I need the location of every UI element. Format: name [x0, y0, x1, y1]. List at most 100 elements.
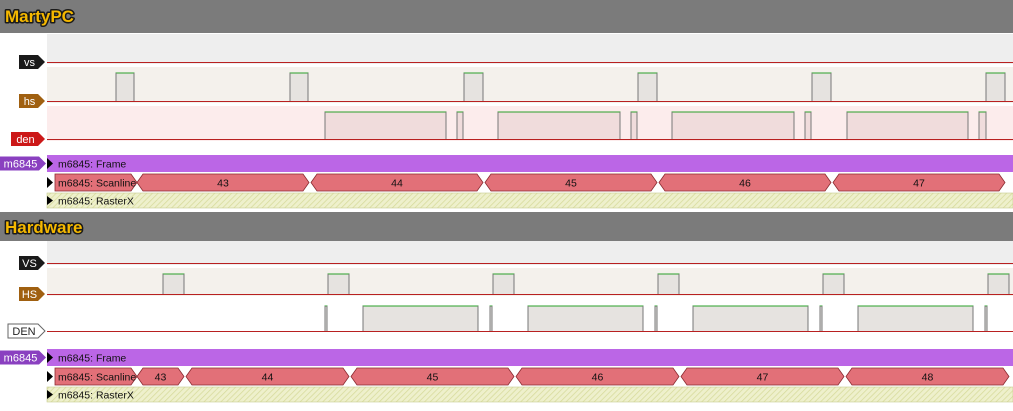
panel-hardware-den-pulse-fill	[325, 306, 327, 331]
panel-hardware-den-edge	[489, 306, 493, 331]
panel-hardware-den-pulse-fill	[528, 306, 643, 331]
panel-martypc-hs-edge	[811, 73, 832, 101]
panel-hardware-rasterx-bus[interactable]	[46, 386, 1013, 403]
panel-martypc-rasterx-label: m6845: RasterX	[58, 196, 134, 208]
panel-martypc-frame-expand-icon[interactable]	[47, 158, 53, 169]
panel-martypc-scanline-value: 47	[913, 178, 925, 190]
panel-martypc-den-edge	[804, 112, 812, 139]
panel-hardware-hs-badge-shape	[19, 287, 45, 301]
panel-hardware-scanline-value: 45	[427, 372, 439, 384]
panel-hardware-scanline-value: 46	[592, 372, 604, 384]
panel-hardware-vs-badge-label: VS	[22, 258, 37, 270]
panel-martypc-m6845-badge[interactable]: m6845	[0, 156, 46, 171]
panel-martypc-den-pulse-fill	[847, 112, 968, 139]
panel-martypc-hs-edge	[637, 73, 658, 101]
panel-martypc-scanline-expand-icon[interactable]	[47, 177, 53, 188]
panel-hardware-den-pulse-fill	[363, 306, 478, 331]
panel-martypc-vs-badge-shape	[19, 55, 45, 69]
panel-martypc-hs-badge-shape	[19, 94, 45, 108]
panel-martypc-scanline-label: m6845: Scanline	[58, 178, 136, 190]
panel-hardware-scanline-segment[interactable]	[136, 367, 185, 386]
panel-hardware-den-pulse-fill	[490, 306, 492, 331]
panel-hardware-frame-bus[interactable]	[47, 349, 1013, 366]
panel-hardware-den-edge	[527, 306, 644, 331]
panel-hardware-rasterx-label: m6845: RasterX	[58, 390, 134, 402]
panel-hardware-m6845-badge[interactable]: m6845	[0, 350, 46, 365]
panel-martypc-den-edge	[846, 112, 969, 139]
panel-hardware-hs-edge	[987, 274, 1010, 294]
panel-martypc-scanline-segment[interactable]	[310, 173, 484, 192]
panel-hardware-title: Hardware	[5, 218, 82, 237]
panel-hardware-scanline-expand-icon[interactable]	[47, 371, 53, 382]
panel-hardware-den-edge	[692, 306, 809, 331]
panel-hardware-scanline-label: m6845: Scanline	[58, 372, 136, 384]
panel-martypc-den-pulse-fill	[979, 112, 986, 139]
panel-hardware-frame-expand-icon[interactable]	[47, 352, 53, 363]
panel-hardware-den-edge	[362, 306, 479, 331]
panel-hardware-hs-edge	[162, 274, 185, 294]
panel-hardware-m6845-badge-shape	[0, 350, 46, 365]
panel-martypc-hs-pulse-fill	[812, 73, 831, 101]
panel-hardware-scanline-segment[interactable]	[845, 367, 1010, 386]
panel-martypc-den-edge	[497, 112, 621, 139]
panel-hardware-hs-pulse-fill	[988, 274, 1009, 294]
panel-hardware-scanline-segment[interactable]	[185, 367, 350, 386]
panel-martypc-hs-badge[interactable]: hs	[19, 94, 45, 108]
panel-martypc-m6845-badge-label: m6845	[4, 159, 38, 171]
panel-hardware-hs-edge	[327, 274, 350, 294]
panel-martypc-hs-lane	[47, 67, 1013, 103]
panel-martypc-vs-badge-label: vs	[24, 57, 36, 69]
panel-hardware-den-badge[interactable]: DEN	[7, 323, 46, 339]
panel-martypc-scanline-segment[interactable]	[484, 173, 658, 192]
panel-martypc-hs-edge	[289, 73, 309, 101]
panel-hardware-hs-badge[interactable]: HS	[19, 287, 45, 301]
panel-martypc-den-pulse-fill	[325, 112, 446, 139]
panel-martypc-rasterx-expand-icon[interactable]	[47, 196, 53, 205]
panel-martypc-den-edge	[456, 112, 464, 139]
panel-martypc-scanline-value: 46	[739, 178, 751, 190]
panel-hardware-den-edge	[324, 306, 328, 331]
panel-hardware-den-edge	[857, 306, 974, 331]
panel-martypc-hs-badge-label: hs	[24, 96, 36, 108]
panel-hardware-den-badge-shape	[7, 323, 46, 339]
panel-martypc-den-badge[interactable]: den	[11, 132, 45, 146]
panel-martypc-frame-bus[interactable]	[47, 155, 1013, 172]
panel-martypc-scanline-value: 45	[565, 178, 577, 190]
panel-martypc-den-badge-label: den	[16, 134, 34, 146]
panel-hardware-scanline-lead	[54, 367, 138, 386]
panel-hardware-scanline-segment[interactable]	[515, 367, 680, 386]
panel-martypc-hs-pulse-fill	[116, 73, 134, 101]
panel-hardware-hs-pulse-fill	[823, 274, 844, 294]
panel-martypc-scanline-segment[interactable]	[136, 173, 310, 192]
panel-hardware-hs-edge	[822, 274, 845, 294]
panel-martypc-hs-pulse-fill	[638, 73, 657, 101]
panel-hardware-den-pulse-fill	[655, 306, 657, 331]
panel-hardware-hs-pulse-fill	[328, 274, 349, 294]
panel-martypc-den-edge	[630, 112, 638, 139]
panel-hardware-scanline-value: 44	[262, 372, 274, 384]
panel-martypc-hs-edge	[985, 73, 1006, 101]
panel-hardware-hs-pulse-fill	[163, 274, 184, 294]
panel-martypc-hs-pulse-fill	[290, 73, 308, 101]
panel-martypc-hs-pulse-fill	[464, 73, 483, 101]
panel-martypc-hs-edge	[115, 73, 135, 101]
panel-hardware-den-edge	[654, 306, 658, 331]
panel-hardware-header	[0, 212, 1013, 241]
panel-martypc-scanline-segment[interactable]	[658, 173, 832, 192]
panel-hardware-vs-badge[interactable]: VS	[19, 256, 45, 270]
panel-martypc-den-pulse-fill	[672, 112, 794, 139]
panel-martypc-title: MartyPC	[5, 7, 74, 26]
panel-hardware-frame-label: m6845: Frame	[58, 353, 126, 365]
panel-martypc-hs-pulse-fill	[986, 73, 1005, 101]
panel-hardware-rasterx-expand-icon[interactable]	[47, 390, 53, 399]
panel-martypc-scanline-segment[interactable]	[832, 173, 1006, 192]
panel-hardware-scanline-value: 48	[922, 372, 934, 384]
panel-hardware-scanline-segment[interactable]	[350, 367, 515, 386]
panel-hardware-scanline-segment[interactable]	[680, 367, 845, 386]
panel-martypc-den-pulse-fill	[631, 112, 637, 139]
panel-martypc-vs-badge[interactable]: vs	[19, 55, 45, 69]
panel-hardware-den-pulse-fill	[858, 306, 973, 331]
panel-hardware-vs-lane	[47, 241, 1013, 265]
panel-martypc-rasterx-bus[interactable]	[46, 192, 1013, 209]
